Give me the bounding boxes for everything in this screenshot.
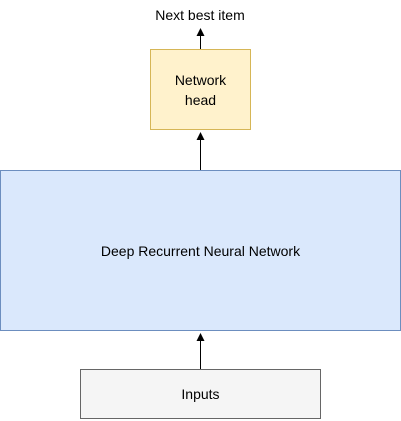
inputs-label: Inputs	[181, 386, 220, 402]
network-head-label: Network head	[174, 71, 227, 108]
deep-rnn-box: Deep Recurrent Neural Network	[0, 170, 401, 331]
arrow-rnn-to-head	[196, 132, 205, 170]
output-label: Next best item	[155, 7, 245, 23]
deep-rnn-label: Deep Recurrent Neural Network	[100, 242, 301, 259]
inputs-box: Inputs	[80, 369, 321, 419]
arrow-inputs-to-rnn	[196, 333, 205, 369]
network-head-box: Network head	[150, 49, 251, 130]
arrow-head-to-output	[196, 28, 205, 49]
